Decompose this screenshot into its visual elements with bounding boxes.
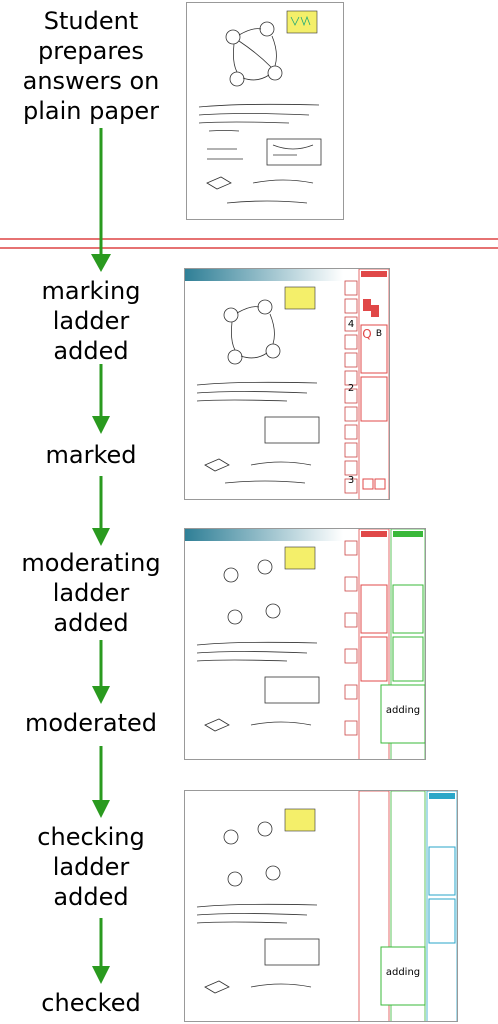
mark-q-label: Q	[362, 327, 372, 341]
page-header-bar	[185, 269, 343, 281]
handwritten-answers-sketch	[196, 791, 457, 1021]
step-label-prepare: Student prepares answers on plain paper	[22, 7, 160, 125]
answer-sheet-plain	[186, 2, 344, 220]
arrow-1-head	[91, 254, 111, 272]
arrow-2-head	[92, 416, 110, 434]
handwritten-answers-sketch	[198, 10, 322, 204]
page-header-bar	[185, 529, 343, 541]
handwritten-answers-sketch	[196, 529, 425, 759]
step-label-checked: checked	[41, 989, 141, 1017]
answer-sheet-checking: adding	[184, 790, 458, 1022]
step-label-marked: marked	[45, 441, 137, 469]
step-label-moderated: moderated	[24, 709, 158, 737]
arrow-5-head	[92, 800, 110, 818]
mark-b-label: B	[375, 329, 383, 339]
arrow-6-head	[92, 966, 110, 984]
mark-score-1: 4	[347, 319, 355, 330]
arrow-3-head	[92, 528, 110, 546]
mark-score-2: 2	[347, 383, 355, 394]
mark-score-3: 3	[347, 475, 355, 486]
answer-sheet-marking: 4 2 3 Q B	[184, 268, 390, 500]
arrow-4-head	[92, 686, 110, 704]
separator-lines	[0, 238, 498, 249]
step-label-checking-ladder: checking ladder added	[37, 823, 145, 911]
step-label-moderating-ladder: moderating ladder added	[21, 549, 161, 637]
step-label-marking-ladder: marking ladder added	[41, 277, 141, 365]
handwritten-answers-sketch	[196, 269, 389, 499]
check-adding-label: adding	[385, 967, 421, 978]
answer-sheet-moderating: adding	[184, 528, 426, 760]
moderate-adding-label: adding	[385, 705, 421, 716]
